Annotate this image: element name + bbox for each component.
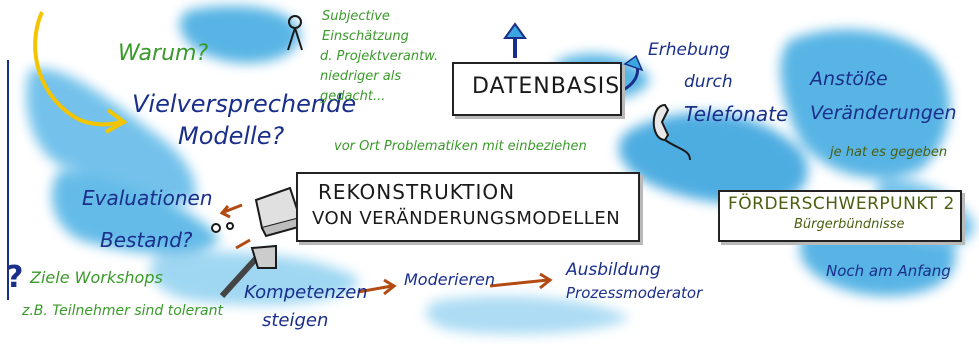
datenbasis-box xyxy=(452,62,622,116)
label-erhebung: Erhebung xyxy=(648,40,731,60)
label-forderschwerpunkt: FÖRDERSCHWERPUNKT 2 xyxy=(728,194,955,214)
label-veranderungsmodellen: VON VERÄNDERUNGSMODELLEN xyxy=(312,208,621,229)
label-evaluationen: Evaluationen xyxy=(82,186,213,210)
label-warum: Warum? xyxy=(118,41,209,66)
label-vielversprechende: Vielversprechende xyxy=(132,90,357,118)
label-noch: Noch am Anfang xyxy=(826,262,951,280)
label-je-hat: je hat es gegeben xyxy=(830,145,948,160)
forderschwerpunkt-box xyxy=(718,190,962,242)
rekonstruktion-box xyxy=(296,172,640,242)
label-steigen: steigen xyxy=(262,310,329,331)
label-bestand: Bestand? xyxy=(100,228,193,252)
label-subjective-1: Subjective xyxy=(322,9,390,24)
book-icon xyxy=(254,186,304,238)
label-kompetenzen: Kompetenzen xyxy=(244,282,368,303)
label-datenbasis: DATENBASIS xyxy=(472,74,621,99)
label-rekonstruktion: REKONSTRUKTION xyxy=(318,180,516,204)
telephone-icon xyxy=(652,103,691,161)
stamp-icon xyxy=(219,244,277,299)
label-subjective-5: gedacht... xyxy=(320,89,386,104)
yellow-arrow xyxy=(33,11,121,127)
label-ziele: Ziele Workshops xyxy=(30,268,163,287)
label-ausbildung: Ausbildung xyxy=(566,260,661,280)
label-modelle: Modelle? xyxy=(178,122,285,150)
label-anstosse: Anstöße xyxy=(810,68,888,90)
label-durch: durch xyxy=(684,72,733,92)
label-subjective-6: vor Ort Problematiken mit einbeziehen xyxy=(334,139,587,154)
label-veranderungen: Veränderungen xyxy=(810,102,957,124)
question-mark-icon: ? xyxy=(6,260,24,295)
label-prozessmoderator: Prozessmoderator xyxy=(566,284,703,302)
label-zb: z.B. Teilnehmer sind tolerant xyxy=(22,303,223,319)
label-burgerbundnisse: Bürgerbündnisse xyxy=(794,217,905,232)
label-subjective-4: niedriger als xyxy=(320,69,402,84)
person-icon xyxy=(287,15,303,51)
label-telefonate: Telefonate xyxy=(684,102,789,126)
label-moderieren: Moderieren xyxy=(404,270,496,289)
label-subjective-3: d. Projektverantw. xyxy=(320,49,439,64)
label-subjective-2: Einschätzung xyxy=(322,29,409,44)
